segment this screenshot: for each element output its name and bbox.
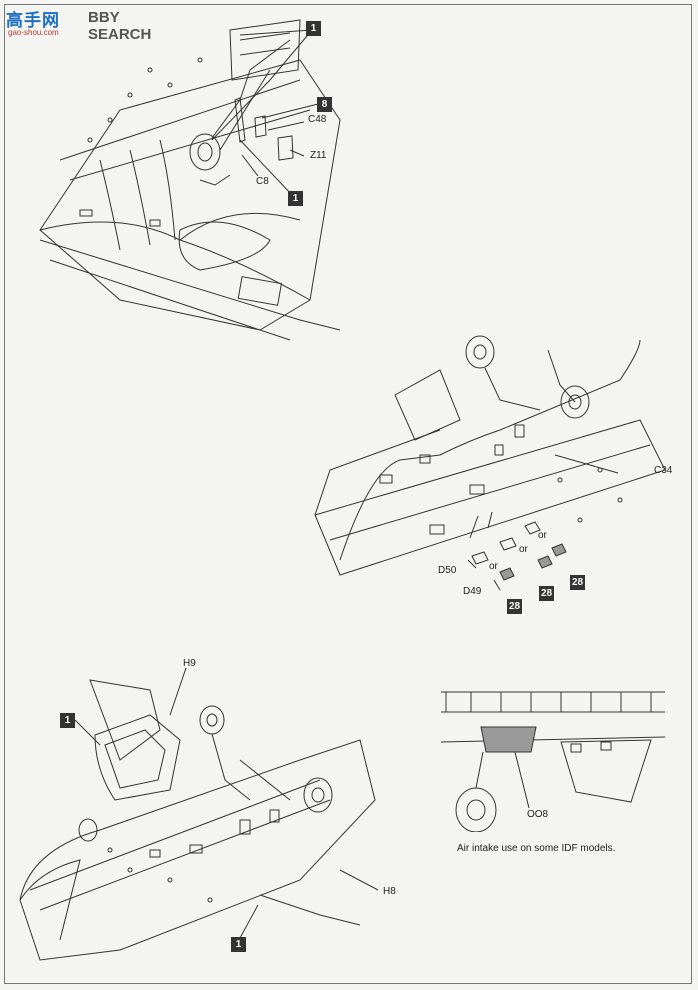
air-intake-inset-drawing <box>441 691 665 832</box>
part-label-h8: H8 <box>383 886 396 897</box>
inset-caption: Air intake use on some IDF models. <box>457 843 616 854</box>
watermark-search-text: BBY SEARCH <box>88 9 152 43</box>
callout-step-28-right: 28 <box>570 575 585 590</box>
or-label-2: or <box>519 544 528 555</box>
callout-step-8: 8 <box>317 97 332 112</box>
part-label-z11: Z11 <box>310 150 327 161</box>
top-assembly-drawing <box>39 19 341 341</box>
watermark-url: gao-shou.com <box>8 28 59 37</box>
callout-step-28-middle: 28 <box>539 586 554 601</box>
or-label-1: or <box>538 530 547 541</box>
watermark-logo: 高手网 BBY SEARCH gao-shou.com <box>6 6 166 43</box>
bottom-assembly-drawing <box>19 667 379 961</box>
part-label-c8: C8 <box>256 176 269 187</box>
callout-step-1-top: 1 <box>306 21 321 36</box>
callout-step-1-canopy: 1 <box>60 713 75 728</box>
air-intake-inset <box>441 682 665 832</box>
part-label-h9: H9 <box>183 658 196 669</box>
part-label-d49: D49 <box>463 586 482 597</box>
page-border <box>4 4 692 984</box>
part-label-d50: D50 <box>438 565 457 576</box>
or-label-3: or <box>489 561 498 572</box>
middle-assembly-drawing <box>314 335 666 591</box>
callout-step-28-left: 28 <box>507 599 522 614</box>
watermark-brand: 高手网 <box>6 11 60 30</box>
part-label-oo8: OO8 <box>527 809 549 820</box>
callout-step-1-bottom: 1 <box>231 937 246 952</box>
part-label-c48: C48 <box>308 114 327 125</box>
callout-step-1-lower: 1 <box>288 191 303 206</box>
part-label-c34: C34 <box>654 465 673 476</box>
